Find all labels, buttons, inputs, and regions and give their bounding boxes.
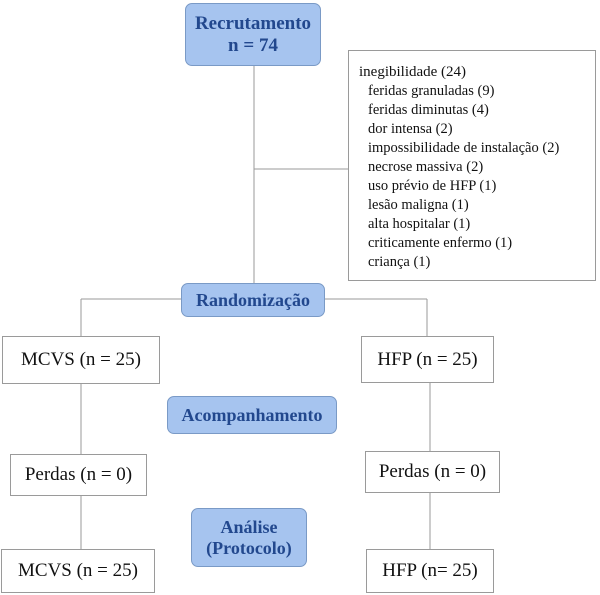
follow-up-title: Acompanhamento (181, 404, 323, 425)
exclusion-item: impossibilidade de instalação (2) (368, 140, 560, 156)
left-arm-losses-label: Perdas (n = 0) (24, 464, 133, 485)
exclusions-header: inegibilidade (24) (359, 64, 467, 80)
right-arm-allocated-label: HFP (n = 25) (377, 348, 478, 370)
exclusion-item: criança (1) (368, 254, 431, 270)
exclusion-item: necrose massiva (2) (368, 159, 484, 175)
right-arm-losses-label: Perdas (n = 0) (378, 461, 487, 482)
left-arm-losses-box: Perdas (n = 0) (10, 454, 147, 496)
analysis-title-line1: Análise (220, 517, 278, 538)
left-arm-allocated-box: MCVS (n = 25) (2, 336, 160, 384)
right-arm-analyzed-label: HFP (n= 25) (382, 560, 478, 581)
analysis-box: Análise (Protocolo) (191, 508, 307, 567)
left-arm-allocated-label: MCVS (n = 25) (21, 349, 141, 370)
left-arm-analyzed-box: MCVS (n = 25) (1, 549, 155, 593)
exclusion-item: uso prévio de HFP (1) (368, 178, 497, 194)
recruitment-count: n = 74 (228, 34, 278, 56)
recruitment-box: Recrutamento n = 74 (185, 3, 321, 66)
right-arm-analyzed-box: HFP (n= 25) (366, 549, 494, 593)
exclusion-item: alta hospitalar (1) (368, 216, 471, 232)
exclusion-item: dor intensa (2) (368, 121, 453, 137)
left-arm-analyzed-label: MCVS (n = 25) (18, 560, 138, 581)
exclusion-item: criticamente enfermo (1) (368, 235, 513, 251)
right-arm-losses-box: Perdas (n = 0) (365, 451, 500, 493)
recruitment-title: Recrutamento (194, 13, 312, 35)
exclusion-item: lesão maligna (1) (368, 197, 469, 213)
follow-up-box: Acompanhamento (167, 396, 337, 434)
right-arm-allocated-box: HFP (n = 25) (361, 336, 494, 383)
analysis-title-line2: (Protocolo) (206, 537, 292, 558)
exclusions-box: inegibilidade (24) feridas granuladas (9… (348, 50, 596, 281)
randomization-box: Randomização (181, 283, 325, 317)
exclusion-item: feridas diminutas (4) (368, 102, 489, 118)
randomization-title: Randomização (196, 289, 310, 310)
exclusion-item: feridas granuladas (9) (368, 83, 495, 99)
